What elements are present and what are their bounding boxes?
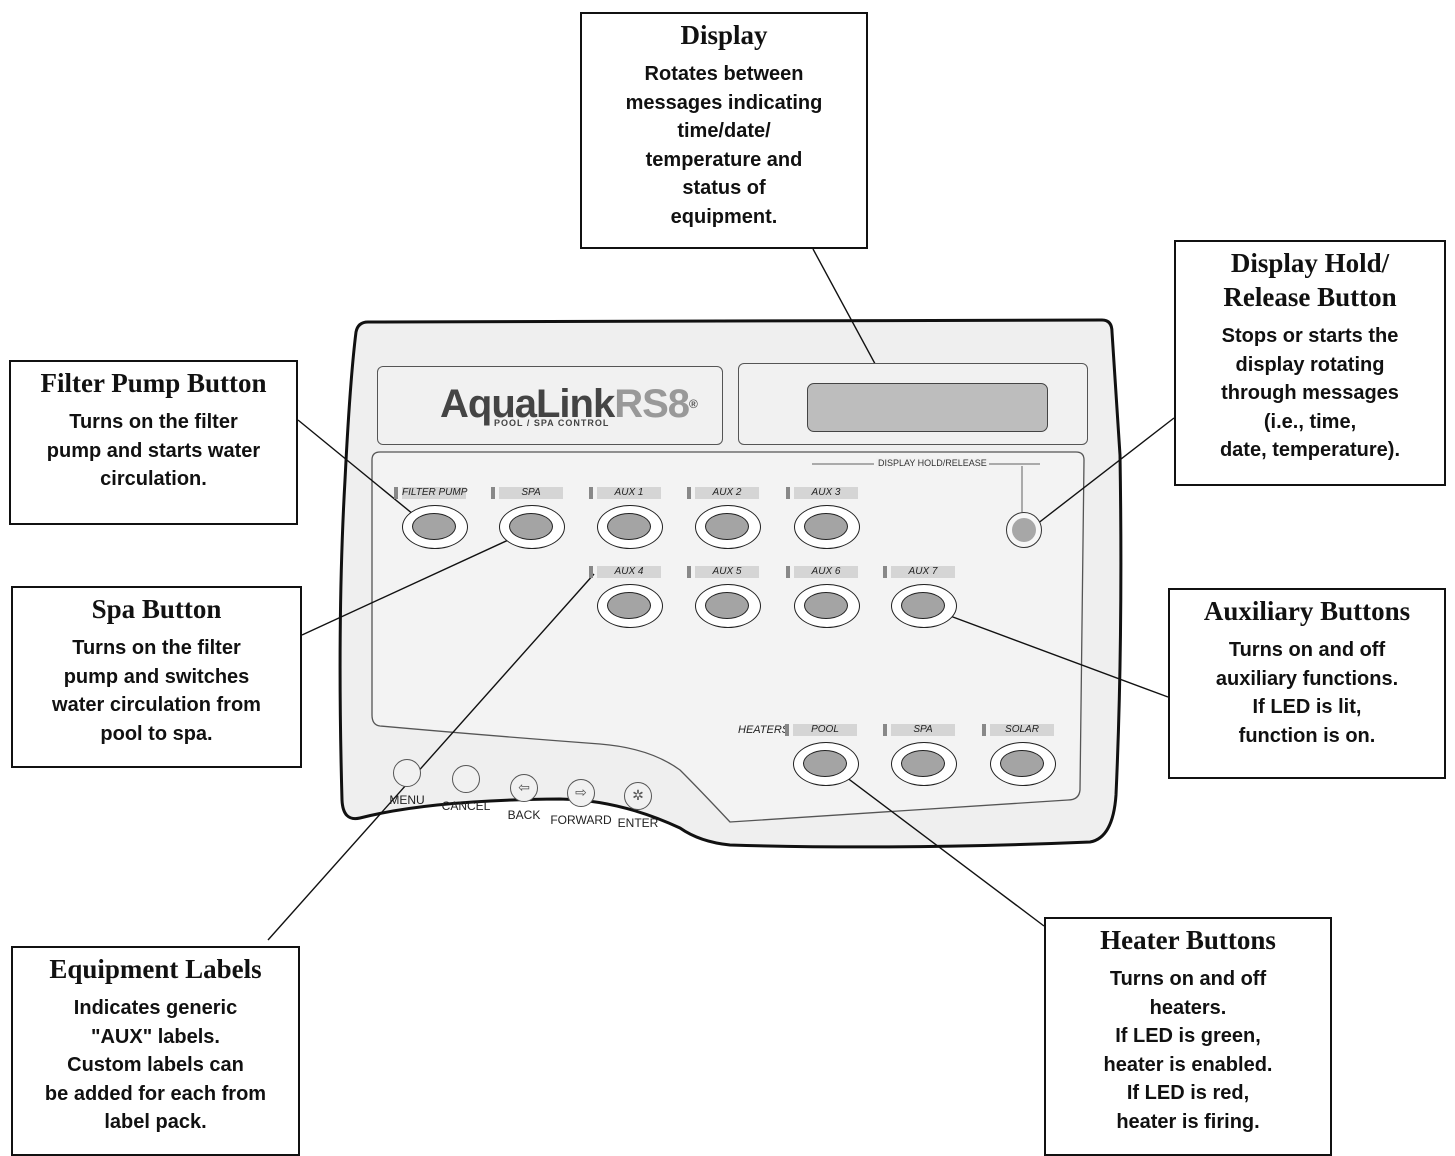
led-indicator bbox=[491, 487, 495, 499]
aux1-button[interactable] bbox=[597, 505, 663, 549]
callout-body: Rotates between messages indicating time… bbox=[625, 63, 823, 228]
callout-title: Display Hold/ Release Button bbox=[1223, 248, 1397, 312]
enter-label: ENTER bbox=[617, 816, 659, 830]
auxiliary-callout: Auxiliary Buttons Turns on and off auxil… bbox=[1168, 588, 1446, 779]
button-cap bbox=[804, 592, 848, 619]
aux3-button[interactable] bbox=[794, 505, 860, 549]
display-hold-label: DISPLAY HOLD/RELEASE bbox=[876, 458, 989, 468]
button-cap bbox=[705, 592, 749, 619]
button-cap bbox=[607, 592, 651, 619]
equipment-labels-callout: Equipment Labels Indicates generic "AUX"… bbox=[11, 946, 300, 1156]
cancel-label: CANCEL bbox=[441, 799, 491, 813]
display-callout: Display Rotates between messages indicat… bbox=[580, 12, 868, 249]
callout-body: Turns on the filter pump and switches wa… bbox=[52, 637, 261, 745]
callout-title: Heater Buttons bbox=[1100, 925, 1276, 955]
aux2-button[interactable] bbox=[695, 505, 761, 549]
cancel-nav: CANCEL bbox=[431, 765, 501, 813]
heaters-label: HEATERS bbox=[738, 724, 790, 736]
button-label: AUX 3 bbox=[794, 487, 858, 499]
callout-title: Auxiliary Buttons bbox=[1203, 596, 1411, 626]
back-label: BACK bbox=[507, 808, 541, 822]
callout-body: Turns on and off auxiliary functions. If… bbox=[1215, 639, 1399, 747]
button-label: SOLAR bbox=[990, 724, 1054, 736]
brand-subtitle: POOL / SPA CONTROL bbox=[494, 418, 610, 428]
button-cap bbox=[901, 750, 945, 777]
spa-callout: Spa Button Turns on the filter pump and … bbox=[11, 586, 302, 768]
filter-pump-callout: Filter Pump Button Turns on the filter p… bbox=[9, 360, 298, 525]
callout-body: Stops or starts the display rotating thr… bbox=[1219, 325, 1401, 461]
callout-body: Turns on the filter pump and starts wate… bbox=[46, 411, 261, 490]
aux5-button[interactable] bbox=[695, 584, 761, 628]
button-cap bbox=[607, 513, 651, 540]
leader-heater bbox=[825, 761, 1045, 927]
led-indicator bbox=[786, 487, 790, 499]
enter-nav: ✲ ENTER bbox=[603, 782, 673, 830]
led-indicator bbox=[785, 724, 789, 736]
menu-nav: MENU bbox=[372, 759, 442, 807]
callout-title: Equipment Labels bbox=[49, 954, 262, 984]
menu-label: MENU bbox=[389, 793, 425, 807]
forward-nav: ⇨ FORWARD bbox=[546, 779, 616, 827]
enter-icon[interactable]: ✲ bbox=[624, 782, 652, 810]
button-label: AUX 5 bbox=[695, 566, 759, 578]
button-label: AUX 7 bbox=[891, 566, 955, 578]
button-cap bbox=[412, 513, 456, 540]
led-indicator bbox=[394, 487, 398, 499]
spa-button[interactable] bbox=[499, 505, 565, 549]
aux7-button[interactable] bbox=[891, 584, 957, 628]
callout-body: Turns on and off heaters. If LED is gree… bbox=[1103, 968, 1273, 1133]
callout-title: Filter Pump Button bbox=[40, 368, 267, 398]
button-cap bbox=[509, 513, 553, 540]
hold-release-callout: Display Hold/ Release Button Stops or st… bbox=[1174, 240, 1446, 486]
led-indicator bbox=[687, 487, 691, 499]
brand-logo: AquaLinkRS8® bbox=[440, 382, 698, 426]
button-cap bbox=[803, 750, 847, 777]
brand-plate bbox=[377, 366, 723, 445]
left-arrow-icon[interactable]: ⇦ bbox=[510, 774, 538, 802]
leader-filter bbox=[297, 419, 431, 529]
leader-aux bbox=[925, 606, 1169, 698]
button-cap bbox=[1000, 750, 1044, 777]
menu-button[interactable] bbox=[393, 759, 421, 787]
button-label: SPA bbox=[891, 724, 955, 736]
solar-heater-button[interactable] bbox=[990, 742, 1056, 786]
led-indicator bbox=[883, 724, 887, 736]
led-indicator bbox=[786, 566, 790, 578]
filter-pump-button[interactable] bbox=[402, 505, 468, 549]
led-indicator bbox=[589, 487, 593, 499]
led-indicator bbox=[982, 724, 986, 736]
button-label: AUX 1 bbox=[597, 487, 661, 499]
led-indicator bbox=[883, 566, 887, 578]
button-cap bbox=[901, 592, 945, 619]
button-label: AUX 4 bbox=[597, 566, 661, 578]
aux6-button[interactable] bbox=[794, 584, 860, 628]
display-hold-release-button[interactable] bbox=[1006, 512, 1042, 548]
led-indicator bbox=[687, 566, 691, 578]
heater-callout: Heater Buttons Turns on and off heaters.… bbox=[1044, 917, 1332, 1156]
button-cap bbox=[804, 513, 848, 540]
leader-spa bbox=[301, 529, 531, 636]
leader-hold bbox=[1027, 417, 1175, 532]
pool-heater-button[interactable] bbox=[793, 742, 859, 786]
button-label: FILTER PUMP bbox=[402, 487, 468, 499]
forward-label: FORWARD bbox=[550, 813, 612, 827]
button-label: AUX 6 bbox=[794, 566, 858, 578]
callout-body: Indicates generic "AUX" labels. Custom l… bbox=[44, 997, 267, 1133]
lcd-display bbox=[807, 383, 1048, 432]
aux4-button[interactable] bbox=[597, 584, 663, 628]
led-indicator bbox=[589, 566, 593, 578]
cancel-button[interactable] bbox=[452, 765, 480, 793]
right-arrow-icon[interactable]: ⇨ bbox=[567, 779, 595, 807]
button-cap bbox=[705, 513, 749, 540]
spa-heater-button[interactable] bbox=[891, 742, 957, 786]
callout-title: Display bbox=[680, 20, 768, 50]
button-label: SPA bbox=[499, 487, 563, 499]
button-label: AUX 2 bbox=[695, 487, 759, 499]
button-label: POOL bbox=[793, 724, 857, 736]
back-nav: ⇦ BACK bbox=[489, 774, 559, 822]
leader-labels bbox=[267, 573, 595, 941]
callout-title: Spa Button bbox=[91, 594, 222, 624]
